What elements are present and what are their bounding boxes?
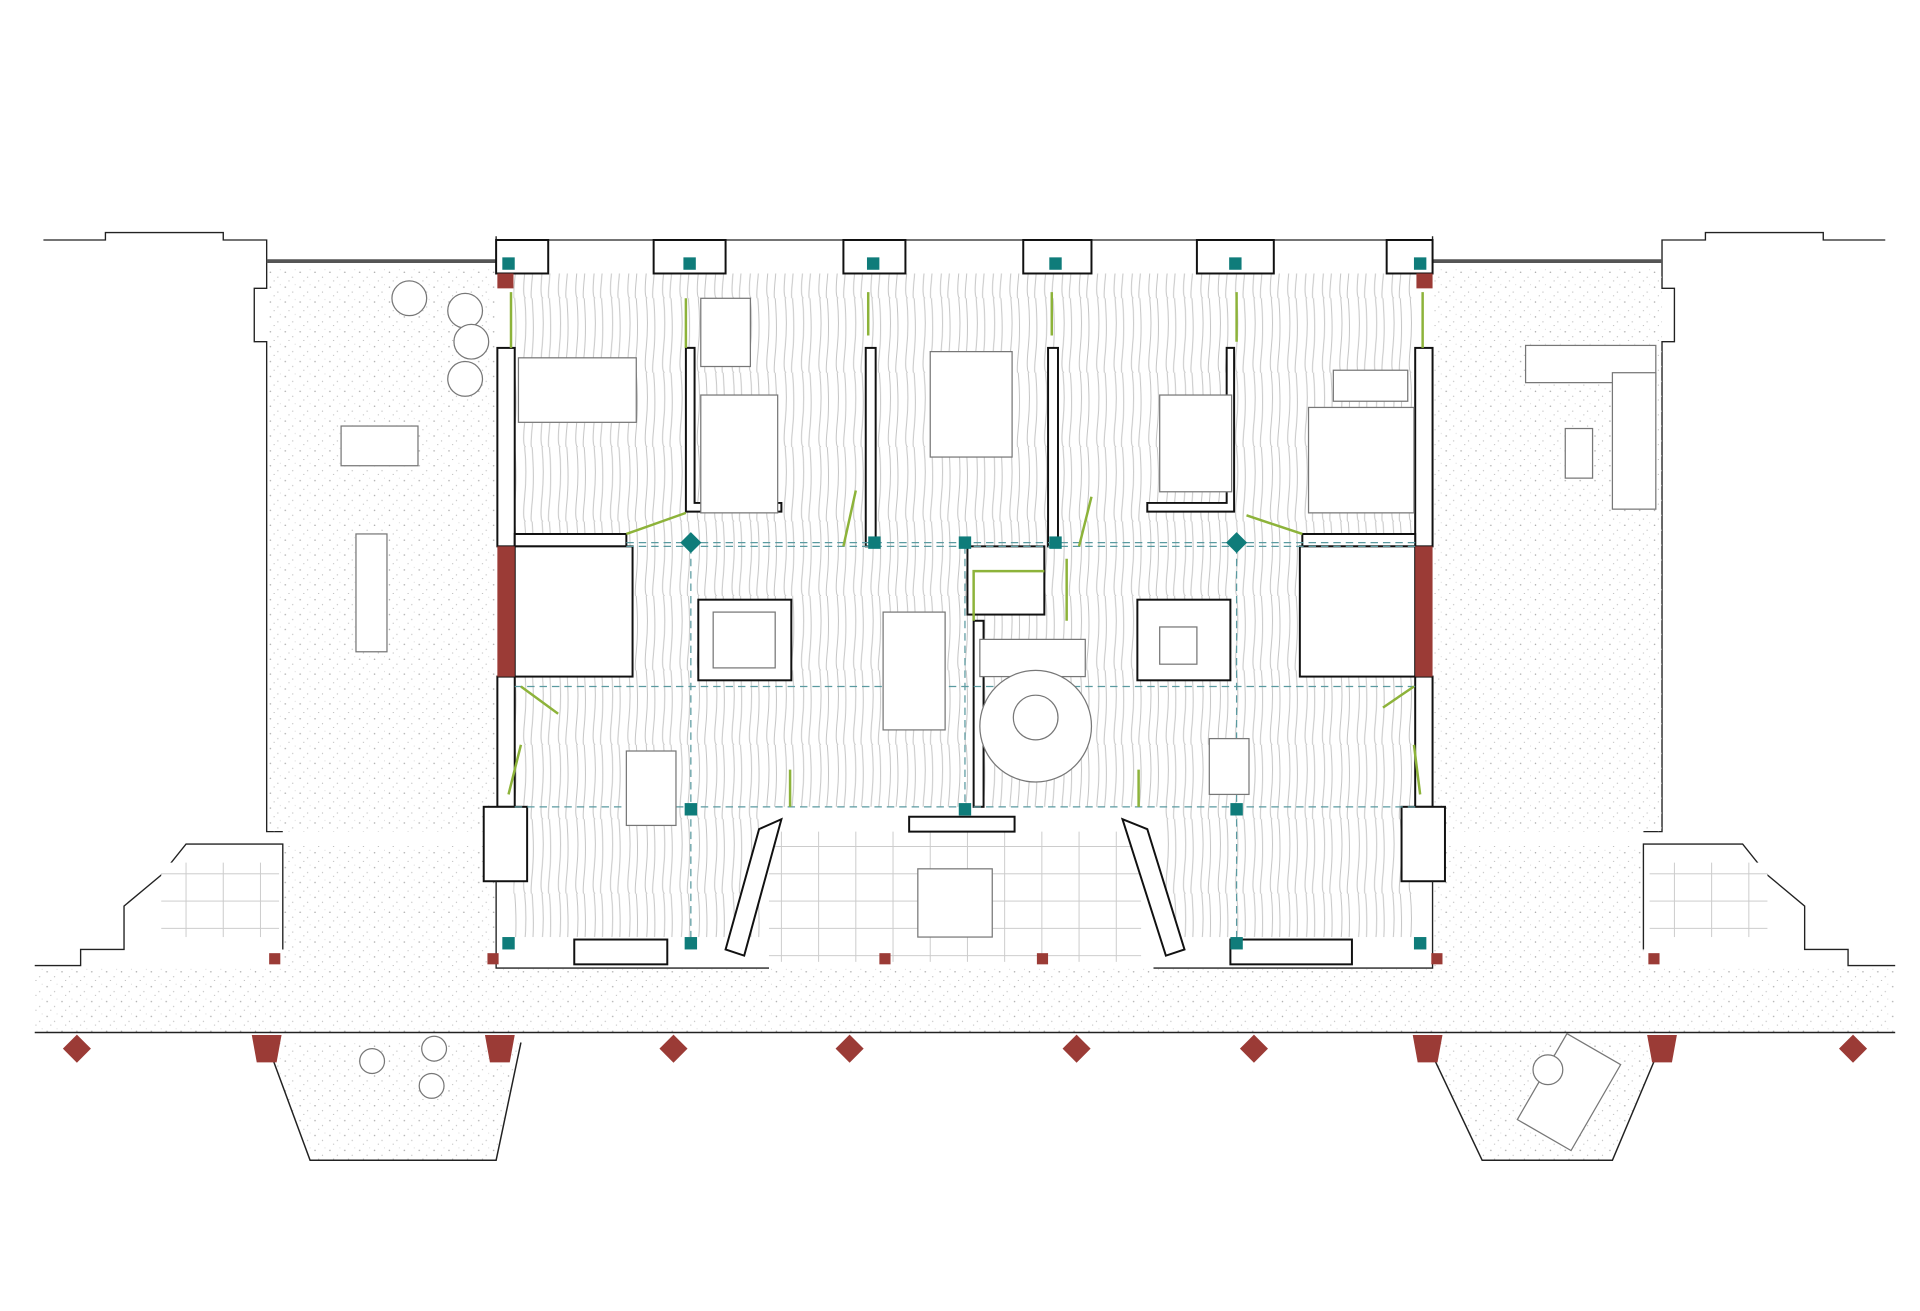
teal-column [1229, 257, 1242, 270]
kitchen-floor-left [513, 806, 762, 938]
red-trapezoid-pier [1647, 1035, 1677, 1063]
right-stair-tiles [1649, 862, 1768, 938]
teal-column [958, 803, 972, 816]
structural-columns [502, 257, 1427, 950]
red-diamond-pier [1239, 1034, 1268, 1063]
door-swings [507, 292, 1424, 807]
teal-column [958, 536, 972, 549]
teal-column [866, 257, 880, 270]
red-pier [1416, 273, 1433, 289]
kitchen-floor-right [1159, 806, 1416, 938]
red-diamond-pier [659, 1034, 688, 1063]
teal-column [1230, 937, 1243, 950]
bed [1307, 406, 1415, 514]
red-post [1648, 953, 1660, 965]
teal-column [1049, 536, 1062, 549]
red-pier [497, 273, 514, 289]
red-post [879, 953, 891, 965]
red-trapezoid-pier [484, 1035, 515, 1063]
outdoor-table [1564, 427, 1594, 479]
red-post [1036, 953, 1049, 965]
lower-left-terrace [282, 844, 497, 969]
sofa [882, 611, 946, 731]
teal-column [502, 937, 515, 950]
desk [700, 297, 752, 368]
red-post [269, 953, 281, 965]
bed [929, 351, 1013, 458]
red-trapezoid-pier [251, 1035, 282, 1063]
red-diamond-pier [62, 1034, 91, 1063]
bed [517, 357, 637, 423]
outdoor-sofa [1611, 372, 1657, 510]
left-stair-tiles [161, 862, 280, 938]
teal-column [1413, 257, 1427, 270]
teal-column [684, 937, 698, 950]
teal-column [1413, 937, 1427, 950]
dining-table [1208, 737, 1250, 796]
left-balcony [265, 1042, 522, 1162]
teal-column [1049, 257, 1062, 270]
top-facade [495, 236, 1434, 275]
teal-column [502, 257, 515, 270]
red-trapezoid-pier [1412, 1035, 1443, 1063]
sun-lounger [355, 533, 388, 653]
bed [700, 394, 779, 514]
patio-table [917, 868, 993, 938]
desk [1332, 369, 1409, 402]
teal-column [684, 803, 698, 816]
bed [1159, 394, 1233, 493]
walkway [34, 968, 1896, 1033]
red-pier [497, 546, 515, 677]
teal-column [683, 257, 696, 270]
red-pier [1415, 546, 1433, 677]
outdoor-bench [340, 425, 419, 467]
teal-column [868, 536, 881, 549]
lower-right-terrace [1432, 844, 1644, 969]
red-diamond-pier [1838, 1034, 1868, 1063]
red-post [487, 953, 499, 965]
coffee-table [1012, 694, 1059, 741]
dining-table [625, 750, 677, 827]
furniture [340, 280, 1657, 1152]
teal-column [1230, 803, 1243, 816]
interior-walls [482, 346, 1446, 969]
red-post [1431, 953, 1443, 965]
red-diamond-pier [835, 1034, 864, 1063]
red-diamond-pier [1062, 1034, 1091, 1063]
